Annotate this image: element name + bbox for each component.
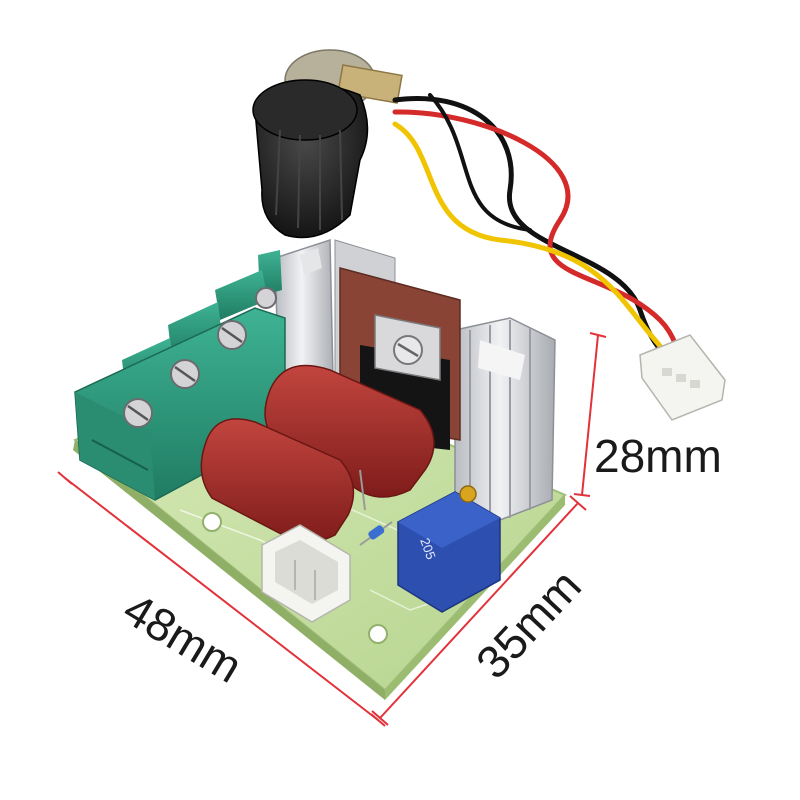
terminal-screw-icon [123, 398, 153, 428]
dimension-line-width [57, 471, 386, 727]
dimension-line-depth [371, 495, 587, 726]
cable-connector [639, 334, 726, 421]
diode [359, 521, 393, 546]
dimension-line-height [573, 332, 607, 497]
capacitor [200, 418, 355, 544]
terminal-screw-icon [170, 359, 200, 389]
height-dimension-label: 28mm [594, 430, 722, 482]
terminal-screw-icon [217, 320, 247, 350]
mounting-hole [202, 512, 222, 532]
trimmer-screw-icon [459, 485, 477, 503]
mounting-hole [368, 624, 388, 644]
trimmer-marking: 205 [417, 536, 439, 562]
terminal-screw-icon [255, 287, 277, 309]
potentiometer-knob [252, 49, 403, 239]
board-connector [261, 524, 351, 623]
trimmer-potentiometer: 205 [397, 485, 501, 613]
